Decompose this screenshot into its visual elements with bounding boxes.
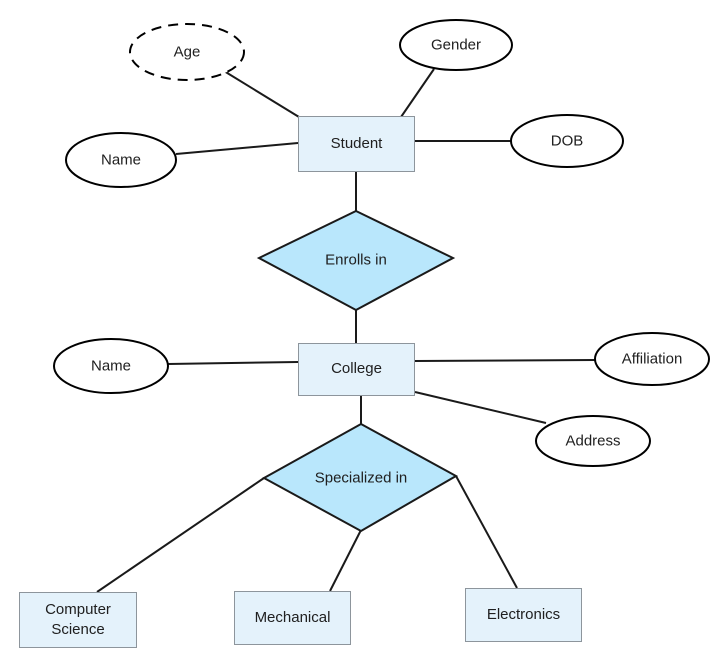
electronics-entity-label: Electronics bbox=[486, 605, 561, 623]
computer-science-entity-label: Computer Science bbox=[45, 600, 111, 638]
edge-specialized-in-computer-science[interactable] bbox=[96, 477, 265, 593]
age-attribute-ellipse[interactable] bbox=[129, 23, 245, 81]
dob-attribute-ellipse[interactable] bbox=[510, 114, 624, 168]
gender-attribute-ellipse[interactable] bbox=[399, 19, 513, 71]
edge-name-student[interactable] bbox=[175, 142, 299, 155]
edge-college-address[interactable] bbox=[414, 391, 547, 424]
edge-age-student[interactable] bbox=[223, 70, 300, 118]
edge-name-college[interactable] bbox=[167, 361, 299, 365]
enrolls-in-relationship-diamond[interactable] bbox=[256, 209, 456, 312]
student-entity-label: Student bbox=[330, 134, 383, 152]
specialized-in-relationship-diamond[interactable] bbox=[261, 422, 459, 533]
edge-college-affiliation[interactable] bbox=[414, 359, 596, 362]
college-entity[interactable]: College bbox=[298, 343, 415, 396]
mechanical-entity-label: Mechanical bbox=[254, 608, 331, 626]
student-name-attribute-ellipse[interactable] bbox=[65, 132, 177, 188]
address-attribute-ellipse[interactable] bbox=[535, 415, 651, 467]
edge-specialized-in-electronics[interactable] bbox=[455, 475, 518, 589]
edge-specialized-in-mechanical[interactable] bbox=[329, 529, 362, 592]
electronics-entity[interactable]: Electronics bbox=[465, 588, 582, 642]
computer-science-entity[interactable]: Computer Science bbox=[19, 592, 137, 648]
edge-gender-student[interactable] bbox=[400, 68, 435, 118]
student-entity[interactable]: Student bbox=[298, 116, 415, 172]
college-name-attribute-ellipse[interactable] bbox=[53, 338, 169, 394]
college-entity-label: College bbox=[331, 360, 382, 378]
affiliation-attribute-ellipse[interactable] bbox=[594, 332, 710, 386]
mechanical-entity[interactable]: Mechanical bbox=[234, 591, 351, 645]
